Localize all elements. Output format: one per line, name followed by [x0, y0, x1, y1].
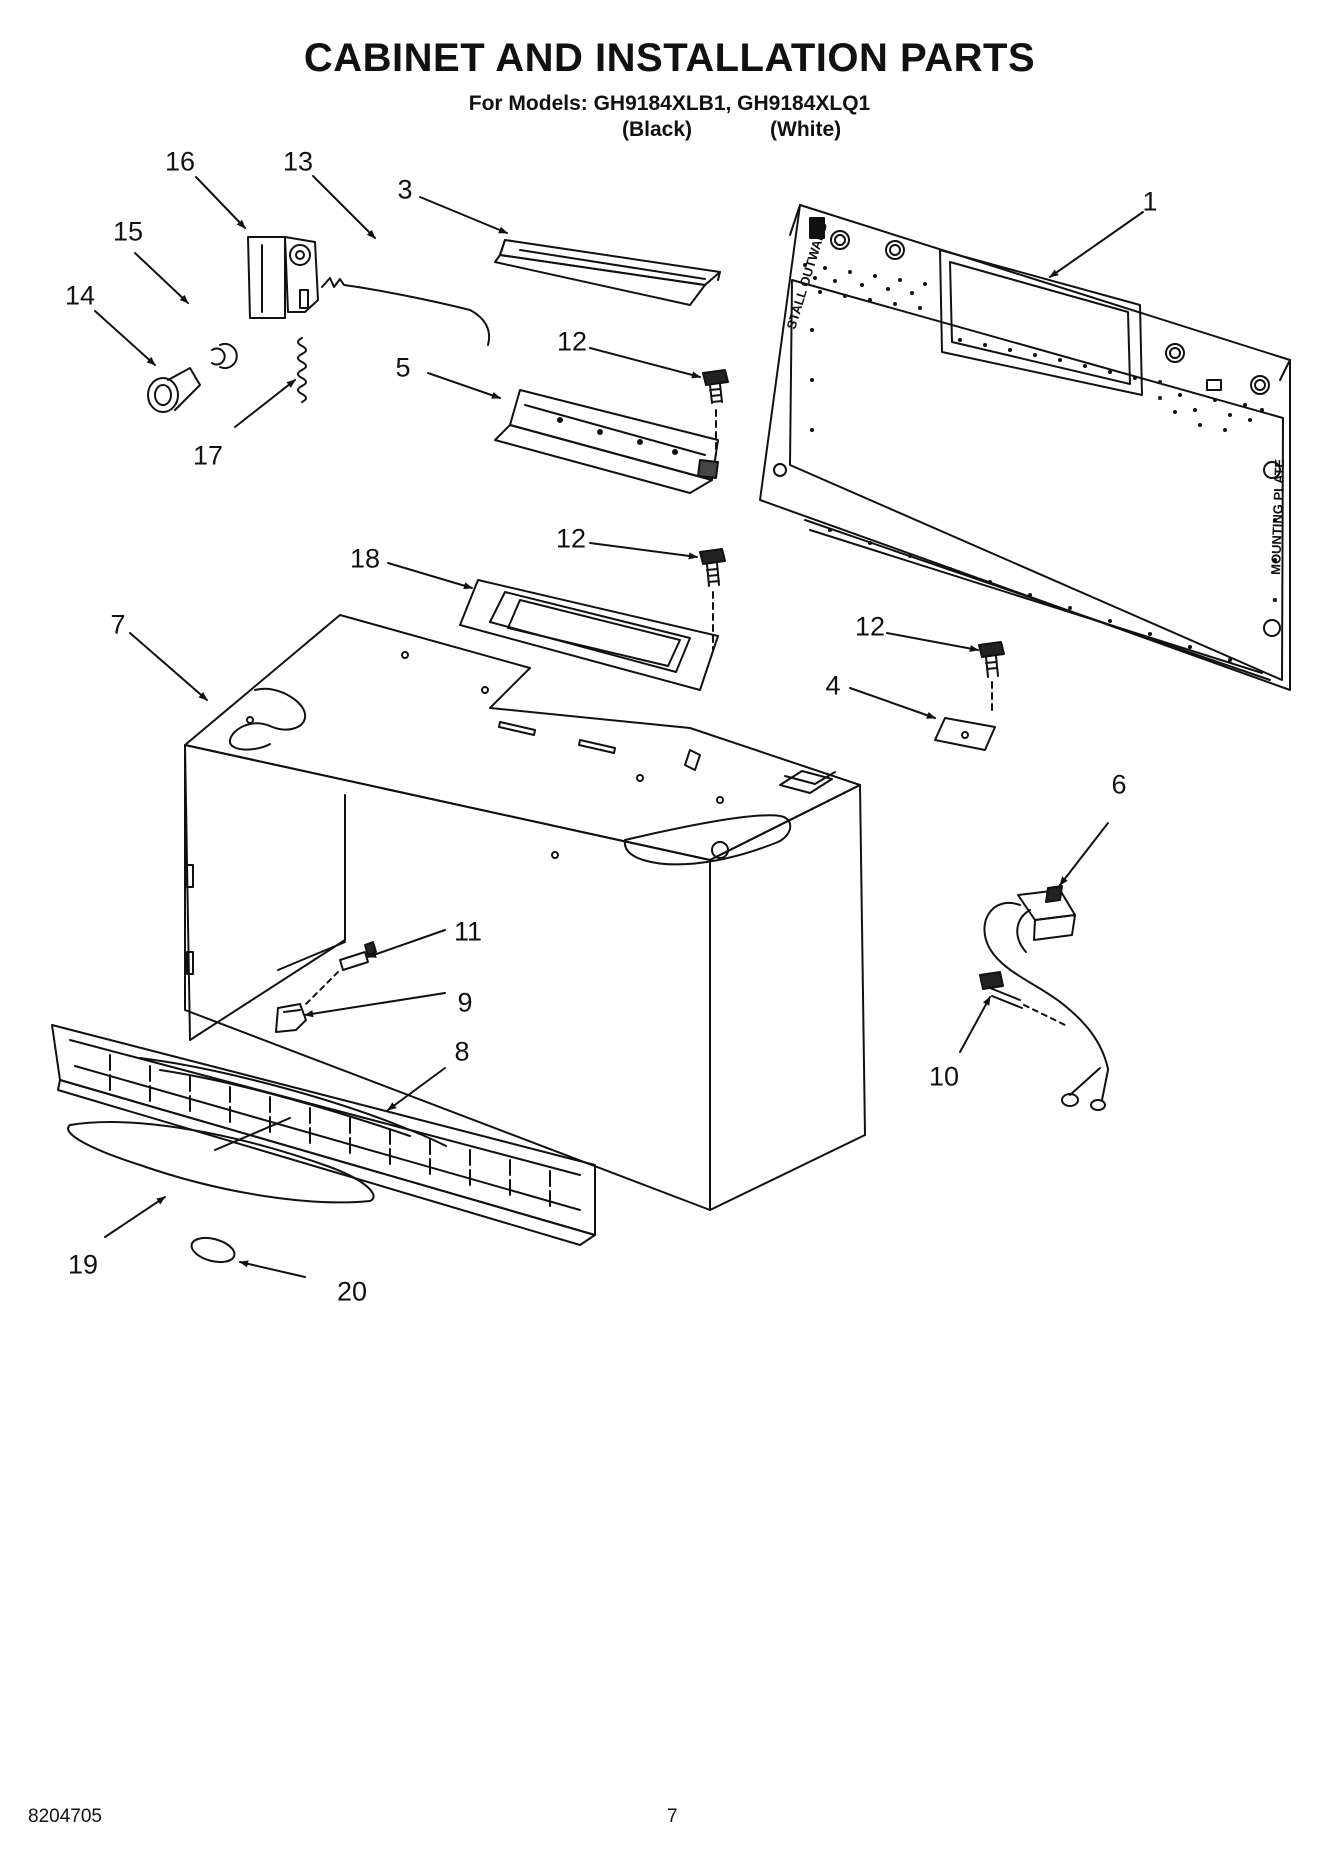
callout-7: 7 [110, 609, 126, 640]
callout-11: 11 [453, 916, 483, 947]
plate-hole-pattern [803, 263, 1277, 662]
variant-white-label: (White) [770, 118, 842, 141]
page-title: CABINET AND INSTALLATION PARTS [303, 36, 1036, 80]
part-7-cabinet [185, 615, 865, 1210]
part-12-screw-c [979, 642, 1004, 712]
document-number: 8204705 [28, 1806, 102, 1827]
part-10-screw [980, 972, 1065, 1025]
part-4-small-plate [935, 718, 995, 750]
callout-3: 3 [397, 174, 413, 205]
part-3-bracket [495, 240, 720, 305]
callout-9: 9 [457, 987, 473, 1018]
callout-1: 1 [1142, 186, 1158, 217]
callout-18: 18 [349, 543, 381, 574]
part-12-screw-a [703, 370, 728, 455]
part-12-screw-b [700, 549, 725, 650]
callout-19: 19 [67, 1249, 99, 1280]
callout-10: 10 [928, 1061, 960, 1092]
callout-12a: 12 [556, 326, 588, 357]
page-number: 7 [667, 1806, 678, 1827]
callout-14: 14 [64, 280, 96, 311]
models-line: For Models: GH9184XLB1, GH9184XLQ1 [468, 92, 871, 115]
part-6-switch-harness [984, 886, 1108, 1110]
part-11-screw [305, 942, 376, 1005]
variant-black-label: (Black) [622, 118, 693, 141]
callout-8: 8 [454, 1036, 470, 1067]
part-14-plunger [148, 368, 200, 412]
callout-13: 13 [282, 146, 314, 177]
part-13-wire [322, 278, 489, 345]
grille-slots [110, 1055, 550, 1206]
plate-label-right: MOUNTING PLATE [1268, 458, 1287, 575]
callout-6: 6 [1111, 769, 1127, 800]
part-17-spring [298, 338, 306, 402]
callout-17: 17 [192, 440, 224, 471]
callout-12c: 12 [854, 611, 886, 642]
part-16-latch-bracket [248, 237, 318, 318]
part-15-clip [212, 344, 237, 368]
part-9-clip [276, 1004, 306, 1032]
callout-20: 20 [336, 1276, 368, 1307]
part-8-vent-grille [52, 1025, 595, 1245]
callout-4: 4 [825, 670, 841, 701]
part-20-badge [189, 1234, 237, 1267]
callout-12b: 12 [555, 523, 587, 554]
callout-16: 16 [164, 146, 196, 177]
callout-5: 5 [395, 352, 411, 383]
part-19-trim-strip [68, 1122, 374, 1202]
part-1-mounting-plate: STALL OUTWARD MOUNTING PLATE [760, 205, 1290, 690]
leader-lines [95, 176, 1143, 1277]
part-5-tray [495, 390, 718, 493]
callout-15: 15 [112, 216, 144, 247]
part-18-gasket [460, 580, 718, 690]
